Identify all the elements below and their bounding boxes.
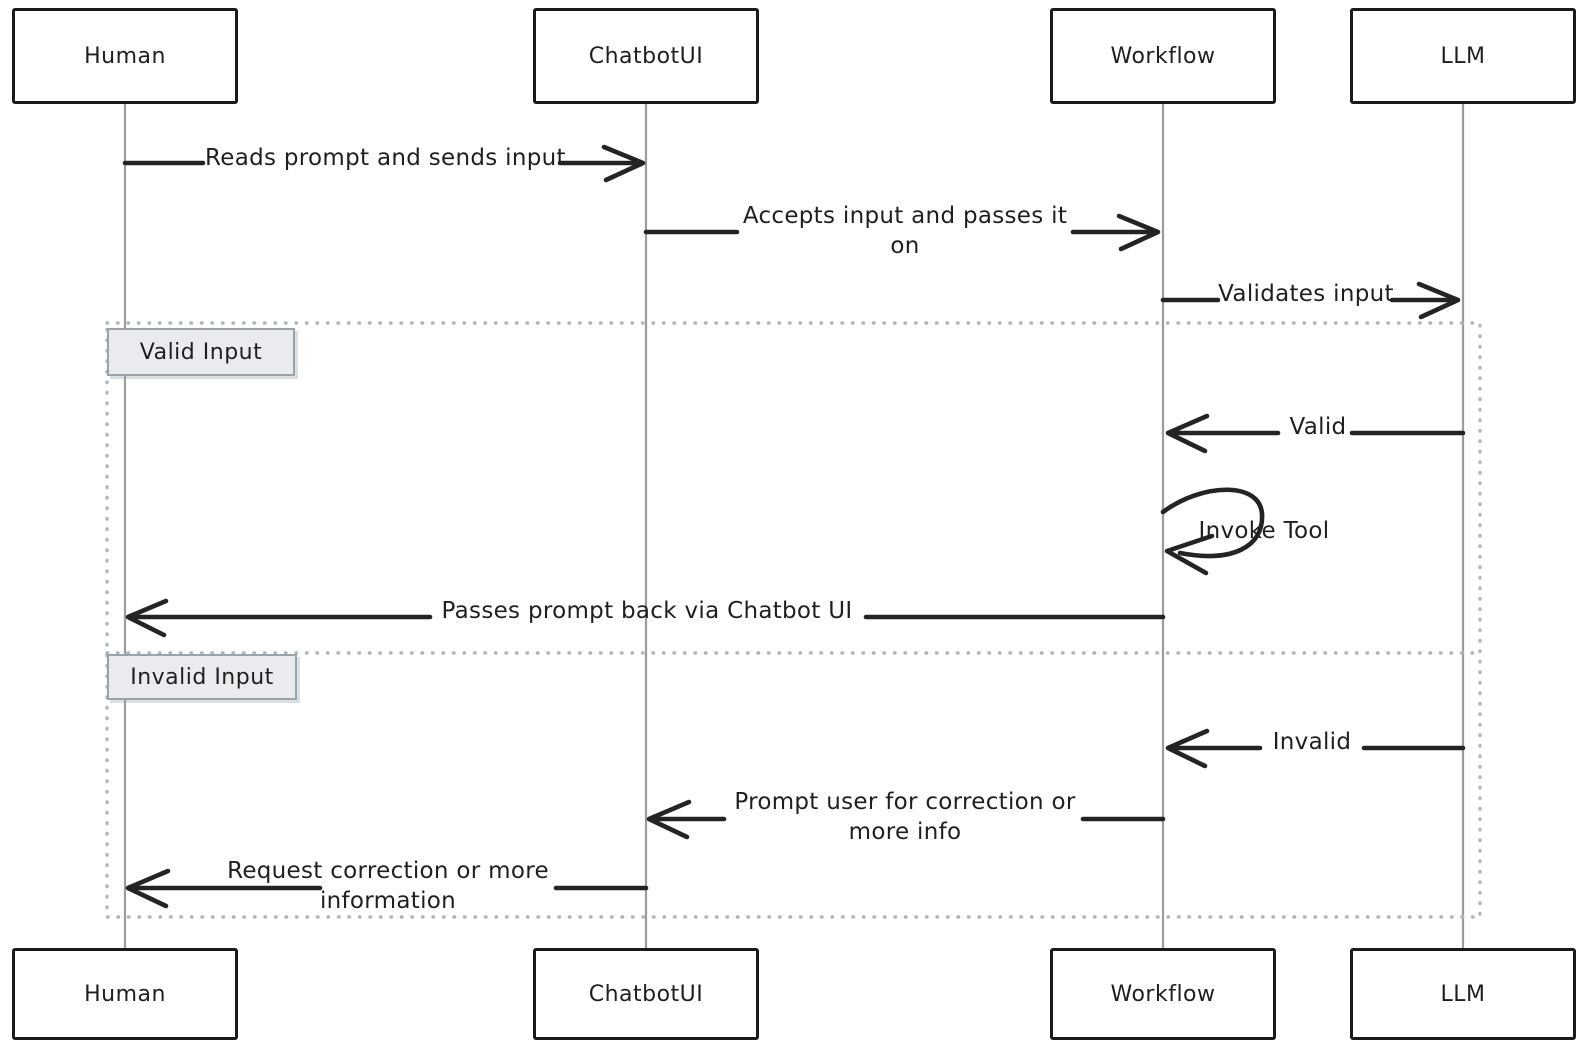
arrowhead-left-icon [1165,728,1210,769]
alt-frame [105,321,1482,919]
message-arrow-accepts-input [643,213,1161,252]
message-label-line: Prompt user for correction or [734,789,1076,815]
lifelines [123,104,1465,948]
message-arrow-validates-input [1160,281,1461,320]
participant-box-workflow-bottom: Workflow [1050,948,1276,1040]
message-label-invoke-tool: Invoke Tool [1198,518,1330,544]
message-label-line: on [890,233,920,259]
participant-box-chatbotui-bottom: ChatbotUI [533,948,759,1040]
message-label-line: information [319,888,457,914]
message-arrow-prompt-user [646,799,1166,840]
message-label-line: more info [848,819,962,845]
arrowhead-right-icon [1416,281,1461,320]
arrowhead-left-icon [125,868,171,909]
message-label-request-correction: Request correction or more information [218,856,558,916]
message-label-invalid: Invalid [1272,729,1352,755]
message-label-line: Request correction or more [227,858,549,884]
participant-box-chatbotui-top: ChatbotUI [533,8,759,104]
alt-section-label-invalid-input: Invalid Input [107,654,297,700]
message-label-line: Accepts input and passes it [742,203,1068,229]
arrowhead-left-icon [646,799,692,840]
message-label-validates-input: Validates input [1218,281,1394,307]
message-arrow-invalid [1165,728,1466,769]
message-label-accepts-input: Accepts input and passes it on [725,201,1085,261]
arrowhead-left-icon [1165,413,1210,454]
message-label-valid: Valid [1289,414,1347,440]
message-label-passes-prompt-back: Passes prompt back via Chatbot UI [441,598,853,624]
participant-box-human-bottom: Human [12,948,238,1040]
message-arrow-valid [1165,413,1466,454]
alt-section-label-valid-input: Valid Input [107,328,295,376]
message-arrow-reads-prompt [122,144,646,183]
message-label-reads-prompt: Reads prompt and sends input [205,145,566,171]
alt-frame-border [105,321,1482,919]
participant-box-workflow-top: Workflow [1050,8,1276,104]
participant-box-llm-bottom: LLM [1350,948,1576,1040]
arrowhead-left-icon [1164,533,1215,576]
self-loop-arrow-invoke-tool [1160,487,1265,576]
participant-box-human-top: Human [12,8,238,104]
message-arrow-passes-prompt-back [125,598,1166,638]
message-arrow-request-correction [125,868,649,909]
message-label-prompt-user: Prompt user for correction or more info [720,787,1090,847]
arrowhead-right-icon [601,144,646,183]
participant-box-llm-top: LLM [1350,8,1576,104]
arrowhead-right-icon [1116,213,1161,252]
arrowhead-left-icon [125,598,169,638]
